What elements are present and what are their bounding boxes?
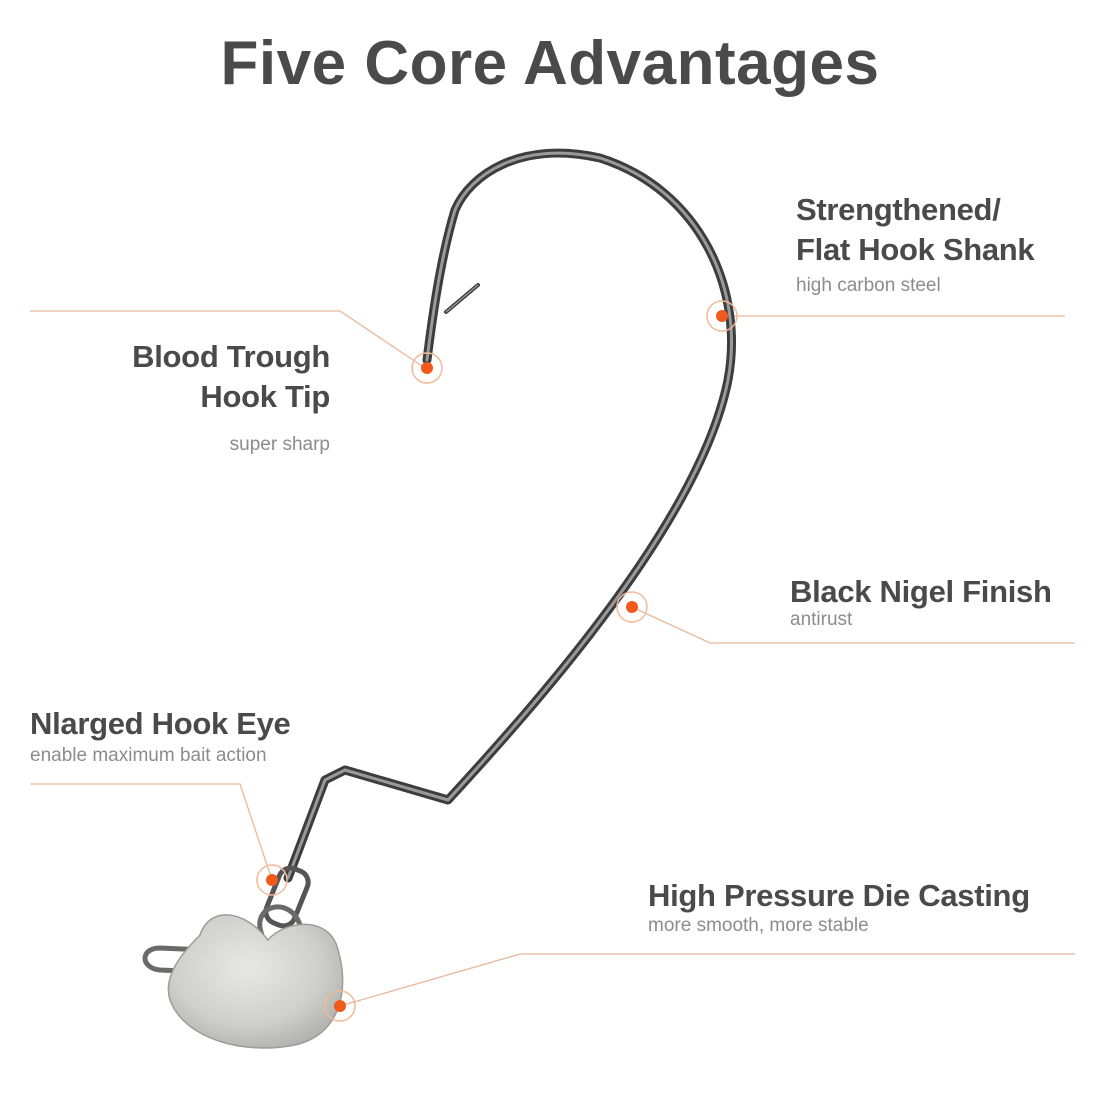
feature-shank: Strengthened/ Flat Hook Shank high carbo… [796,190,1096,298]
front-wire-loop [142,945,206,975]
feature-finish: Black Nigel Finish antirust [790,572,1090,632]
marker-blood-trough [411,352,443,384]
feature-name: Nlarged Hook Eye [30,706,291,741]
feature-name-line2: Hook Tip [200,379,330,414]
feature-description: enable maximum bait action [30,745,267,766]
feature-description: more smooth, more stable [648,915,869,936]
casting-leader [339,953,1075,1007]
lead-head [167,914,344,1049]
marker-finish [616,591,648,623]
feature-name-line1: Strengthened/ [796,192,1001,227]
finish-leader [631,606,1075,644]
eye-leader [30,783,273,881]
marker-shank [706,300,738,332]
hook-eye [263,865,311,929]
feature-casting: High Pressure Die Casting more smooth, m… [648,876,1088,938]
feature-name: Black Nigel Finish [790,574,1052,609]
marker-eye [256,864,288,896]
marker-casting [324,990,356,1022]
hook-wire [283,148,736,883]
feature-name-line2: Flat Hook Shank [796,232,1035,267]
jig-ring [257,904,303,936]
feature-name: High Pressure Die Casting [648,878,1030,913]
feature-blood-trough: Blood Trough Hook Tip super sharp [60,337,330,457]
page-title: Five Core Advantages [220,29,880,98]
feature-description: super sharp [229,434,330,455]
feature-name-line1: Blood Trough [132,339,330,374]
blood-trough-leader [30,310,426,369]
callout-lines [30,310,1075,1007]
feature-description: antirust [790,609,853,630]
feature-description: high carbon steel [796,275,941,296]
feature-eye: Nlarged Hook Eye enable maximum bait act… [30,704,370,768]
